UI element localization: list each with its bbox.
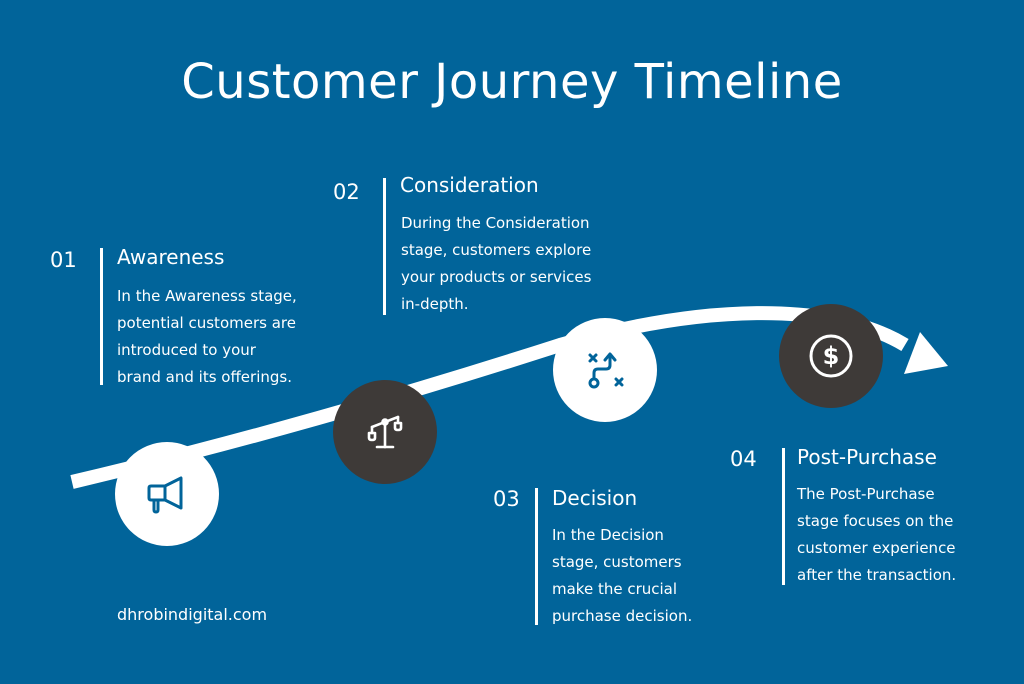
stage-divider [782, 448, 785, 585]
stage-divider [383, 178, 386, 315]
footer-website: dhrobindigital.com [117, 605, 268, 624]
desc-line: stage, customers explore [401, 241, 592, 259]
strategy-icon [588, 352, 624, 389]
stage-number: 03 [493, 487, 520, 511]
desc-line: The Post-Purchase [797, 485, 935, 503]
stage-title: Decision [552, 486, 638, 510]
stage-divider [100, 248, 103, 385]
megaphone-icon [147, 476, 183, 514]
desc-line: purchase decision. [552, 607, 693, 625]
stage-divider [535, 488, 538, 625]
arrow-head-icon [904, 332, 948, 374]
stage-title: Consideration [400, 173, 539, 197]
stage-description: The Post-Purchase stage focuses on the c… [797, 481, 956, 589]
desc-line: potential customers are [117, 314, 296, 332]
stage-number: 04 [730, 447, 757, 471]
stage-description: In the Awareness stage, potential custom… [117, 283, 297, 391]
scale-icon [367, 415, 403, 449]
desc-line: after the transaction. [797, 566, 957, 584]
desc-line: stage, customers [552, 553, 682, 571]
desc-line: In the Awareness stage, [117, 287, 297, 305]
desc-line: your products or services [401, 268, 592, 286]
desc-line: introduced to your [117, 341, 256, 359]
stage-circle-awareness [115, 442, 219, 546]
desc-line: brand and its offerings. [117, 368, 292, 386]
stage-circle-consideration [333, 380, 437, 484]
desc-line: stage focuses on the [797, 512, 954, 530]
stage-title: Post-Purchase [797, 445, 937, 469]
stage-title: Awareness [117, 245, 225, 269]
desc-line: During the Consideration [401, 214, 590, 232]
svg-text:$: $ [823, 342, 840, 370]
stage-description: In the Decision stage, customers make th… [552, 522, 692, 630]
desc-line: in-depth. [401, 295, 469, 313]
stage-circle-decision [553, 318, 657, 422]
stage-description: During the Consideration stage, customer… [401, 210, 591, 318]
stage-number: 02 [333, 180, 360, 204]
desc-line: make the crucial [552, 580, 678, 598]
stage-number: 01 [50, 248, 77, 272]
dollar-icon: $ [809, 334, 853, 378]
desc-line: customer experience [797, 539, 956, 557]
stage-circle-post-purchase: $ [779, 304, 883, 408]
page-title: Customer Journey Timeline [181, 54, 843, 110]
desc-line: In the Decision [552, 526, 664, 544]
